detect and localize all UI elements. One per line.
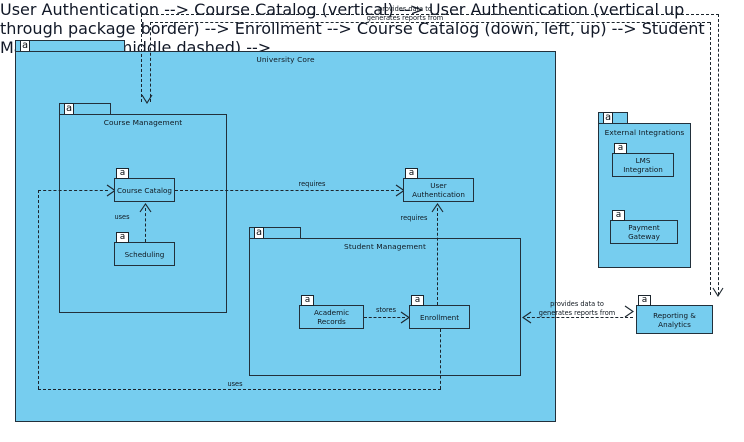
connector-top-provides-horizontal <box>141 14 719 15</box>
package-title-student-management: Student Management <box>344 242 426 251</box>
package-title-course-management: Course Management <box>103 118 183 127</box>
connector-enrollment-uses-entry <box>38 190 108 191</box>
component-glyph-icon-payment-gateway: a <box>612 210 625 221</box>
package-tab-course-management: a <box>59 103 111 115</box>
edge-label-requires-enrollment-auth: requires <box>400 214 428 222</box>
component-glyph-icon-lms-integration: a <box>614 143 627 154</box>
component-lms-integration[interactable]: LMS Integration <box>612 153 674 177</box>
connector-top-generates-right-vertical <box>710 22 711 295</box>
component-academic-records[interactable]: Academic Records <box>299 305 364 329</box>
edge-label-requires-catalog-auth: requires <box>298 180 326 188</box>
component-payment-gateway[interactable]: Payment Gateway <box>610 220 678 244</box>
connector-academic-stores-enrollment <box>364 317 405 318</box>
component-glyph-text: a <box>304 295 311 305</box>
connector-top-generates-horizontal <box>150 22 710 23</box>
component-reporting-analytics[interactable]: Reporting & Analytics <box>636 305 713 334</box>
component-user-authentication[interactable]: User Authentication <box>403 178 474 202</box>
connector-catalog-requires-auth <box>175 190 399 191</box>
component-glyph-icon-academic-records: a <box>301 295 314 306</box>
component-glyph-text: a <box>408 168 415 178</box>
connector-enrollment-uses-down <box>440 329 441 389</box>
package-body-external-integrations <box>598 123 691 268</box>
connector-enrollment-uses-up <box>38 190 39 389</box>
component-glyph-text: a <box>615 210 622 220</box>
package-body-course-management <box>59 114 227 313</box>
edge-label-top-provides: provides data to <box>378 5 432 13</box>
package-title-external-integrations: External Integrations <box>604 128 685 137</box>
connector-top-provides-left-vertical <box>141 14 142 102</box>
edge-label-top-generates: generates reports from <box>366 14 444 22</box>
component-glyph-text: a <box>414 295 421 305</box>
component-glyph-icon-user-authentication: a <box>405 168 418 179</box>
component-glyph-text: a <box>641 295 648 305</box>
connector-reporting-to-student-mgmt <box>527 317 633 318</box>
edge-label-mid-generates: generates reports from <box>538 309 616 317</box>
component-glyph-text: a <box>119 232 126 242</box>
component-course-catalog[interactable]: Course Catalog <box>114 178 175 202</box>
edge-label-stores: stores <box>375 306 397 314</box>
package-tab-external-integrations: a <box>598 112 628 124</box>
edge-label-uses-scheduling: uses <box>114 213 130 221</box>
connector-enrollment-uses-horizontal <box>38 389 441 390</box>
connector-top-provides-right-vertical <box>718 14 719 295</box>
package-title-university-core: University Core <box>256 55 315 64</box>
component-scheduling[interactable]: Scheduling <box>114 242 175 266</box>
connector-enrollment-requires-auth <box>437 208 438 305</box>
component-glyph-icon-course-catalog: a <box>116 168 129 179</box>
package-body-student-management <box>249 238 521 376</box>
connector-scheduling-uses-catalog <box>145 208 146 242</box>
component-glyph-icon-scheduling: a <box>116 232 129 243</box>
connector-top-generates-left-vertical <box>150 22 151 102</box>
component-glyph-text: a <box>617 143 624 153</box>
component-enrollment[interactable]: Enrollment <box>409 305 470 329</box>
component-glyph-icon-reporting-analytics: a <box>638 295 651 306</box>
component-glyph-icon-enrollment: a <box>411 295 424 306</box>
edge-label-mid-provides: provides data to <box>550 300 604 308</box>
component-glyph-text: a <box>119 168 126 178</box>
edge-label-uses-enrollment: uses <box>227 380 243 388</box>
